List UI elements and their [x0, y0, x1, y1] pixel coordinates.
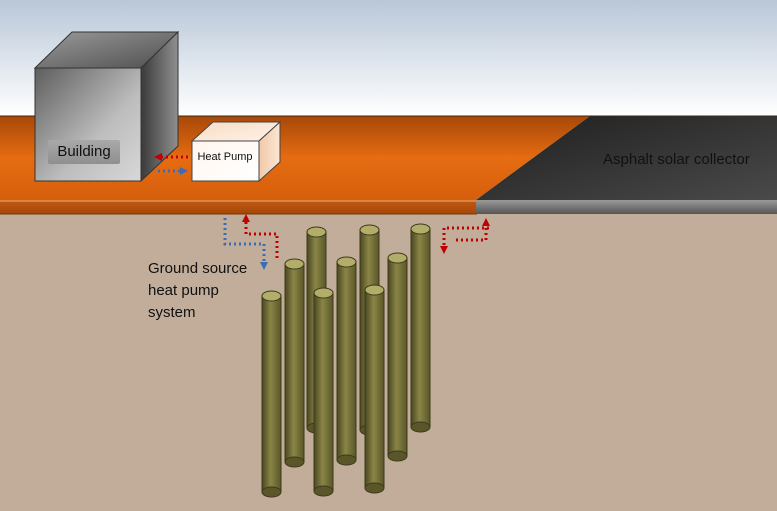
surface-strip [0, 200, 477, 214]
building-label: Building [48, 140, 120, 164]
ground-source-system-label: Ground source heat pump system [148, 258, 288, 324]
arrow-collector-down [440, 226, 489, 254]
pile [284, 258, 305, 468]
pile [364, 284, 385, 494]
arrow-ground-down-cold [223, 218, 268, 270]
pile [410, 223, 431, 433]
asphalt-edge [476, 200, 777, 214]
pile [313, 287, 334, 497]
ground-system-label-line: Ground source [148, 260, 248, 277]
ground-system-label-line: system [148, 304, 196, 321]
asphalt-collector [476, 116, 777, 200]
pile [261, 290, 282, 498]
asphalt-collector-label: Asphalt solar collector [603, 151, 750, 168]
arrow-collector-up [456, 218, 490, 242]
ground-system-label-line: heat pump [148, 282, 219, 299]
pile [387, 252, 408, 462]
arrow-ground-up-hot [242, 214, 279, 258]
heat-pump-box [190, 120, 282, 183]
borehole-piles [261, 223, 431, 498]
heat-pump-label: Heat Pump [197, 151, 253, 163]
pile [336, 256, 357, 466]
